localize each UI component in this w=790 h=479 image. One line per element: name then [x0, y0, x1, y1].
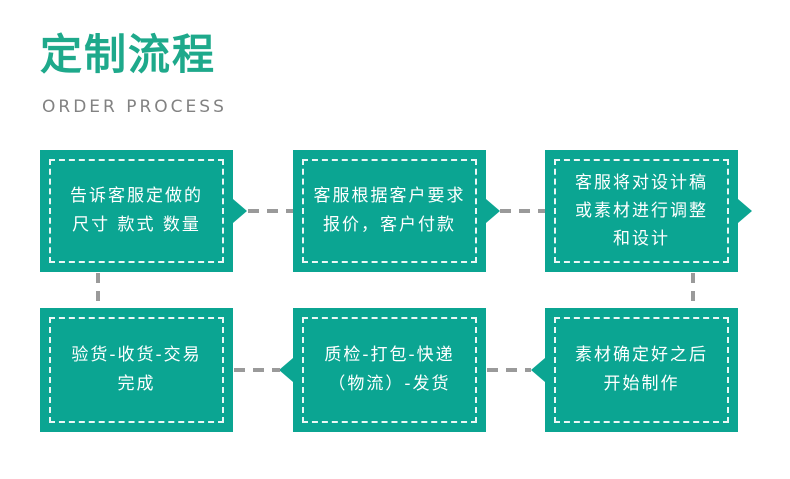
flow-step-line: 报价，客户付款 — [323, 215, 456, 235]
page-subtitle: ORDER PROCESS — [42, 97, 227, 117]
flow-step-line: 或素材进行调整 — [575, 201, 708, 221]
flow-step-line: 完成 — [117, 374, 156, 394]
flow-step-line: 和设计 — [613, 229, 670, 249]
arrow-right-icon — [738, 199, 752, 223]
arrow-left-icon — [279, 358, 293, 382]
dashed-connector-horizontal — [500, 209, 545, 213]
flow-step-5: 质检-打包-快递 （物流）-发货 — [279, 308, 486, 432]
arrow-right-icon — [233, 199, 247, 223]
dashed-connector-vertical — [96, 273, 100, 307]
flow-step-line: （物流）-发货 — [328, 374, 451, 394]
flow-step-line: 客服将对设计稿 — [575, 173, 708, 193]
flow-step-text: 质检-打包-快递 （物流）-发货 — [324, 341, 454, 399]
flow-step-line: 尺寸 款式 数量 — [72, 215, 201, 235]
dashed-connector-horizontal — [248, 209, 293, 213]
flow-step-text: 客服根据客户要求 报价，客户付款 — [314, 182, 466, 240]
flow-step-6: 验货-收货-交易 完成 — [40, 308, 233, 432]
flow-step-line: 开始制作 — [603, 374, 680, 394]
arrow-left-icon — [531, 358, 545, 382]
flow-step-text: 客服将对设计稿 或素材进行调整 和设计 — [575, 169, 708, 253]
dashed-connector-horizontal — [234, 368, 280, 372]
page-title: 定制流程 — [40, 30, 217, 79]
dashed-connector-horizontal — [487, 368, 531, 372]
arrow-right-icon — [486, 199, 500, 223]
flow-step-line: 告诉客服定做的 — [70, 186, 203, 206]
flow-step-line: 验货-收货-交易 — [71, 345, 202, 365]
flow-step-text: 告诉客服定做的 尺寸 款式 数量 — [70, 182, 203, 240]
flow-step-line: 客服根据客户要求 — [313, 186, 466, 206]
dashed-connector-vertical — [691, 273, 695, 307]
flow-step-line: 质检-打包-快递 — [324, 345, 455, 365]
flow-step-4: 素材确定好之后 开始制作 — [531, 308, 738, 432]
flow-step-text: 验货-收货-交易 完成 — [71, 341, 201, 399]
flow-step-line: 素材确定好之后 — [575, 345, 708, 365]
flow-step-3: 客服将对设计稿 或素材进行调整 和设计 — [545, 150, 752, 272]
flow-step-2: 客服根据客户要求 报价，客户付款 — [293, 150, 500, 272]
flow-step-text: 素材确定好之后 开始制作 — [575, 341, 708, 399]
flow-step-1: 告诉客服定做的 尺寸 款式 数量 — [40, 150, 247, 272]
